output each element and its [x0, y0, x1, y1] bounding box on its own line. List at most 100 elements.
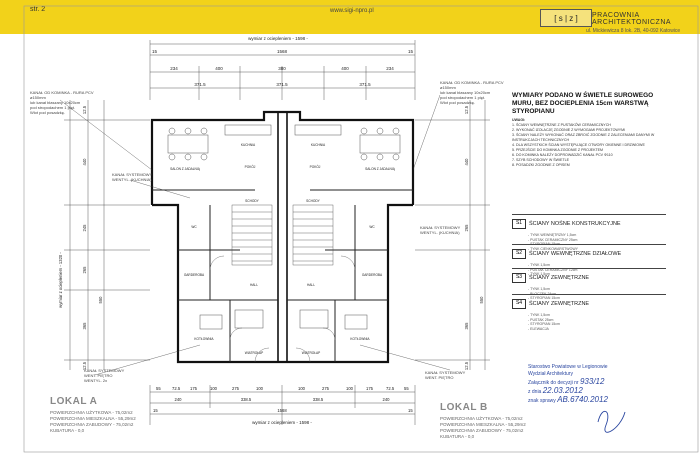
note-left-mid: KANAŁ SYSTEMOWY WENTYL. (KUCHNIA): [112, 172, 153, 182]
room-label-garderoba-a: GARDEROBA: [184, 273, 205, 277]
dim-top-r3-0: 371.5: [194, 82, 206, 87]
bottom-dimension-lines: [149, 385, 416, 425]
dim-right-4: 365: [464, 322, 469, 330]
dim-bot-r1-11: 55: [404, 386, 409, 391]
top-dimension-texts: wymiar z ociepleniem - 1598 - 15 1568 15…: [152, 36, 414, 87]
room-label-garderoba-b: GARDEROBA: [362, 273, 383, 277]
furniture: [167, 124, 401, 330]
dim-bot-r1-10: 72.5: [386, 386, 395, 391]
room-label-kuchnia-b: KUCHNIA: [311, 143, 326, 147]
left-dimension-texts: wymiar z ociepleniem - 1320 - 12.5 440 2…: [58, 105, 103, 370]
stamp-line-3: Załącznik do decyzji nr: [528, 380, 579, 386]
signature-scribble: [597, 411, 626, 433]
room-label-salon-a: SALON Z JADALNIĄ: [170, 167, 201, 171]
legend-name-s1: ŚCIANY NOŚNE KONSTRUKCYJNE: [529, 220, 621, 227]
legend-notes-body: 1. ŚCIANY WEWNĘTRZNE Z PUSTAKÓW CERAMICZ…: [512, 123, 655, 167]
dim-left-6: 12.5: [82, 361, 87, 370]
dim-bot-r1-6: 100: [298, 386, 306, 391]
header-url: www.sigi-npro.pl: [330, 8, 374, 14]
room-label-wc-a: WC: [191, 225, 197, 229]
firm-name: PRACOWNIA ARCHITEKTONICZNA: [592, 12, 672, 26]
dim-top-r3-1: 371.5: [276, 82, 288, 87]
legend-tag-s1: S1: [512, 218, 526, 229]
dim-right-2: 265: [464, 224, 469, 232]
stamp-handwriting-2: 22.03.2012: [542, 386, 583, 395]
dim-left-4: 550: [98, 296, 103, 304]
room-labels: SALON Z JADALNIĄ SALON Z JADALNIĄ KUCHNI…: [170, 143, 396, 355]
room-label-wiatrolap-a: WIATROŁAP: [245, 351, 264, 355]
door-swings: [209, 255, 356, 363]
dim-bot-r1-3: 100: [210, 386, 218, 391]
note-right-bottom: KANAŁ SYSTEMOWY WENT. PIĘTRO: [425, 370, 466, 380]
legend-name-s3: ŚCIANY ZEWNĘTRZNE: [529, 274, 590, 281]
room-label-salon-b: SALON Z JADALNIĄ: [365, 167, 396, 171]
dim-left-1: 440: [82, 158, 87, 166]
dim-top-overall: wymiar z ociepleniem - 1598 -: [248, 36, 308, 41]
dim-bot-r3-2: 15: [408, 408, 413, 413]
dim-bottom-overall: wymiar z ociepleniem - 1598 -: [252, 420, 312, 425]
interior-walls: [152, 189, 413, 362]
dim-right-1: 440: [464, 158, 469, 166]
dim-top-r2-4: 234: [386, 66, 394, 71]
dim-left-3: 265: [82, 266, 87, 274]
dim-bot-r1-5: 100: [256, 386, 264, 391]
party-walls: [277, 112, 288, 362]
dim-top-r2-3: 400: [341, 66, 349, 71]
dim-bot-r3-1: 1568: [277, 408, 287, 413]
dim-bot-r1-0: 55: [156, 386, 161, 391]
legend-tag-s2: S2: [512, 248, 526, 259]
stamp-handwriting-1: 933/12: [579, 377, 605, 386]
dim-bot-r2-3: 240: [383, 397, 391, 402]
right-dimension-lines: [415, 100, 490, 370]
dim-bot-r1-1: 72.5: [172, 386, 181, 391]
dim-left-2: 245: [82, 224, 87, 232]
dim-left-5: 365: [82, 322, 87, 330]
dim-bot-r1-9: 175: [366, 386, 374, 391]
outer-walls: [150, 110, 415, 364]
legend-name-s2: ŚCIANY WEWNĘTRZNE DZIAŁOWE: [529, 250, 622, 257]
lokal-b-title: LOKAL B: [440, 402, 488, 413]
legend-tag-s3: S3: [512, 272, 526, 283]
room-label-kuchnia-a: KUCHNIA: [241, 143, 256, 147]
legend-notes: UWAGI: 1. ŚCIANY WEWNĘTRZNE Z PUSTAKÓW C…: [512, 118, 660, 168]
dim-top-r2-2: 380: [278, 66, 286, 71]
dim-bot-r1-7: 275: [322, 386, 330, 391]
lokal-a-title: LOKAL A: [50, 396, 98, 407]
room-label-wc-b: WC: [369, 225, 375, 229]
dim-bot-r1-2: 175: [190, 386, 198, 391]
dim-left-overall: wymiar z ociepleniem - 1320 -: [58, 252, 63, 308]
room-label-pokoj-a: POKÓJ: [245, 164, 256, 169]
note-right-mid: KANAŁ SYSTEMOWY WENTYL. (KUCHNIA): [420, 225, 461, 235]
dim-bot-r1-4: 275: [232, 386, 240, 391]
stamp-handwriting-3: AB.6740.2012: [557, 395, 608, 404]
room-label-kotlownia-b: KOTŁOWNIA: [350, 337, 370, 341]
lokal-b-stats: POWIERZCHNIA UŻYTKOWA - 75,02m2 POWIERZC…: [440, 416, 526, 439]
stamp-line-4: z dnia: [528, 389, 542, 395]
room-label-hall-a: HALL: [250, 283, 258, 287]
stamp-line-2: Wydział Architektury: [528, 371, 573, 377]
firm-logo: [ s | z ]: [540, 9, 592, 27]
dim-top-r1-1: 1568: [277, 49, 288, 54]
legend-layers-s2: - TYNK 1,5cm - PUSTAK CERAMICZNY 12cm - …: [528, 263, 578, 276]
dim-bot-r2-2: 338.5: [313, 397, 324, 402]
stairs: [231, 204, 334, 266]
legend-title: WYMIARY PODANO W ŚWIETLE SUROWEGO MURU, …: [512, 92, 654, 115]
legend-notes-heading: UWAGI:: [512, 118, 526, 122]
firm-address: ul. Mickiewicza 8 lok. 2B, 40-092 Katowi…: [586, 28, 681, 34]
note-right-top: KANAŁ OD KOMINKA - RURA PCV ø150mm lub k…: [440, 80, 504, 105]
left-dimension-lines: [64, 100, 150, 370]
legend-tag-s4: S4: [512, 298, 526, 309]
stamp-line-1: Starostwo Powiatowe w Legionowie: [528, 364, 608, 370]
approval-stamp: Starostwo Powiatowe w Legionowie Wydział…: [528, 364, 668, 405]
dim-top-r1-0: 15: [152, 49, 158, 54]
dim-top-r2-1: 400: [215, 66, 223, 71]
legend-layers-s3: - TYNK 1,5cm - BLOCZEK 24cm - STYROPIAN …: [528, 287, 560, 300]
room-label-wiatrolap-b: WIATROŁAP: [302, 351, 321, 355]
legend-name-s4: ŚCIANY ZEWNĘTRZNE: [529, 300, 590, 307]
dim-bot-r2-1: 338.5: [241, 397, 252, 402]
dim-left-0: 12.5: [82, 105, 87, 114]
sheet-border: [23, 5, 699, 453]
